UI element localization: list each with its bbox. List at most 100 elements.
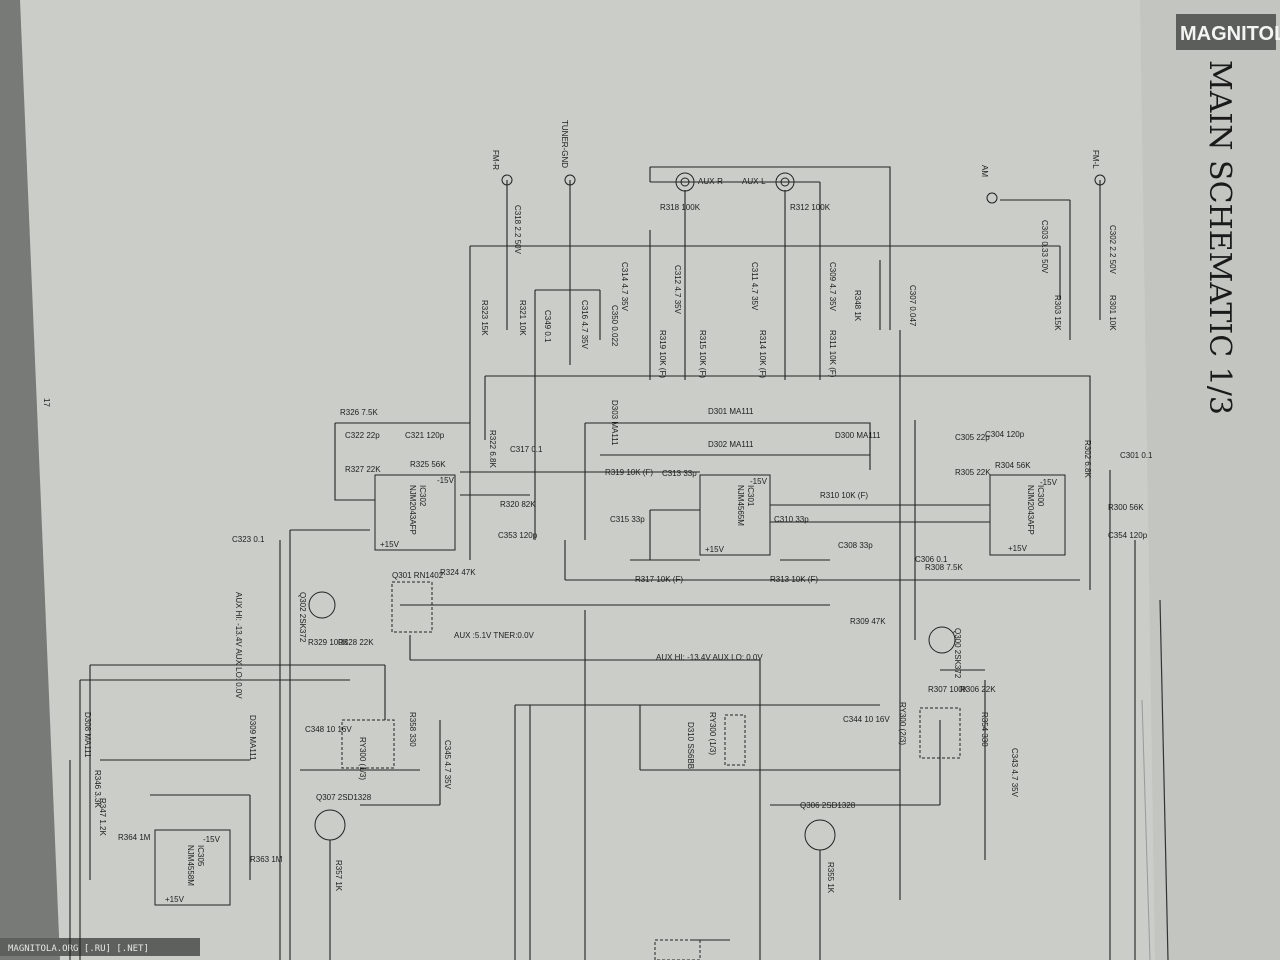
part-label-r304: R304 56K (995, 461, 1031, 470)
part-label-c309: C309 4.7 35V (828, 262, 837, 312)
svg-text:-15V: -15V (437, 476, 455, 485)
part-label-r355: R355 1K (826, 862, 835, 894)
svg-text:-15V: -15V (203, 835, 221, 844)
connector-fm-r: FM-R (491, 150, 513, 186)
part-label-r324: R324 47K (440, 568, 476, 577)
part-label-ry300c: RY300 (2/3) (898, 702, 907, 745)
svg-text:NJM4558M: NJM4558M (186, 845, 195, 886)
wiring (69, 166, 1136, 960)
part-label-c305: C305 22p (955, 433, 990, 442)
part-label-r320: R320 82K (500, 500, 536, 509)
part-label-d308: D308 MA111 (83, 712, 92, 758)
part-label-c344: C344 10 16V (843, 715, 890, 724)
ic300: IC300 NJM2043AFP -15V +15V (989, 474, 1066, 556)
part-label-r321: R321 10K (518, 300, 527, 336)
part-label-r358: R358 330 (408, 712, 417, 747)
svg-text:AUX-L: AUX-L (742, 177, 766, 186)
site-logo: MAGNITOLA (1180, 23, 1280, 45)
part-label-r307: R307 100K (928, 685, 969, 694)
part-label-d303: D303 MA111 (610, 400, 619, 446)
part-label-r326: R326 7.5K (340, 408, 378, 417)
part-label-c345: C345 4.7 35V (443, 740, 452, 790)
part-label-r346: R346 3.3K (93, 770, 102, 808)
part-label-d309: D309 MA111 (248, 715, 257, 761)
svg-text:IC302: IC302 (418, 485, 427, 507)
part-label-c313: C313 33p (662, 469, 697, 478)
part-label-c312: C312 4.7 35V (673, 265, 682, 315)
note-q302: AUX HI: -13.4V AUX LO: 0.0V (234, 592, 243, 699)
part-label-r311: R311 10K (F) (828, 330, 837, 378)
part-label-c314: C314 4.7 35V (620, 262, 629, 312)
part-label-r315: R315 10K (F) (698, 330, 707, 378)
svg-text:NJM2043AFP: NJM2043AFP (408, 485, 417, 535)
part-label-r314: R314 10K (F) (758, 330, 767, 378)
part-label-q300: Q300 2SK372 (953, 628, 962, 679)
part-label-c304: C304 120p (985, 430, 1025, 439)
part-label-c353: C353 120p (498, 531, 538, 540)
note-aux-hilo: AUX HI: -13.4V AUX LO: 0.0V (656, 653, 763, 662)
part-label-r319: R319 10K (F) (605, 468, 653, 477)
svg-text:+15V: +15V (705, 545, 725, 554)
part-label-c308: C308 33p (838, 541, 873, 550)
part-label-r347: R347 1.2K (98, 798, 107, 836)
part-label-c303: C303 0.33 50V (1040, 220, 1049, 274)
part-label-q301: Q301 RN1402 (392, 571, 444, 580)
svg-text:IC301: IC301 (746, 485, 755, 507)
part-label-ry300a: RY300 (1/3) (358, 737, 367, 780)
part-label-r328: R328 22K (338, 638, 374, 647)
svg-text:+15V: +15V (1008, 544, 1028, 553)
svg-text:AM: AM (980, 165, 989, 177)
part-label-c310: C310 33p (774, 515, 809, 524)
part-label-r364: R364 1M (118, 833, 151, 842)
svg-text:NJM2043AFP: NJM2043AFP (1026, 485, 1035, 535)
part-label-c321: C321 120p (405, 431, 445, 440)
part-label-r313: R313 10K (F) (770, 575, 818, 584)
part-label-c350: C350 0.022 (610, 305, 619, 347)
part-label-r325: R325 56K (410, 460, 446, 469)
part-label-c311: C311 4.7 35V (750, 262, 759, 311)
svg-text:-15V: -15V (1040, 478, 1058, 487)
part-label-d301: D301 MA111 (708, 407, 754, 416)
part-label-r363: R363 1M (250, 855, 283, 864)
part-label-r318: R318 100K (660, 203, 701, 212)
part-label-c318: C318 2.2 50V (513, 205, 522, 255)
svg-text:-15V: -15V (750, 477, 768, 486)
part-label-c322: C322 22p (345, 431, 380, 440)
part-label-r301: R301 10K (1108, 295, 1117, 331)
part-label-q306: Q306 2SD1328 (800, 801, 856, 810)
part-label-r319a: R319 10K (F) (658, 330, 667, 378)
svg-text:+15V: +15V (165, 895, 185, 904)
part-label-r329: R329 100K (308, 638, 349, 647)
part-label-c307: C307 0.047 (908, 285, 917, 327)
svg-text:IC305: IC305 (196, 845, 205, 867)
part-label-d300: D300 MA111 (835, 431, 881, 440)
svg-text:FM-R: FM-R (491, 150, 500, 170)
part-label-c354: C354 120p (1108, 531, 1148, 540)
part-label-r323: R323 15K (480, 300, 489, 336)
connector-aux-r: AUX-R (675, 172, 723, 192)
page-number: 17 (42, 398, 51, 407)
part-label-r357: R357 1K (334, 860, 343, 892)
part-label-c306: C306 0.1 (915, 555, 948, 564)
part-label-c302: C302 2.2 50V (1108, 225, 1117, 275)
part-label-r312: R312 100K (790, 203, 831, 212)
part-label-c316: C316 4.7 35V (580, 300, 589, 350)
transistor-symbols (308, 581, 961, 960)
ic305: IC305 NJM4558M -15V +15V (154, 829, 231, 906)
paper-fold-shade (1140, 0, 1280, 960)
part-label-ry300b: RY300 (1/3) (708, 712, 717, 755)
connector-aux-l: AUX-L (742, 172, 795, 192)
svg-text:FM-L: FM-L (1091, 150, 1100, 169)
part-label-c317: C317 0.1 (510, 445, 543, 454)
part-label-q302: Q302 2SK372 (298, 592, 307, 643)
part-label-r310: R310 10K (F) (820, 491, 868, 500)
connector-fm-l: FM-L (1091, 150, 1106, 186)
part-label-c343: C343 4.7 35V (1010, 748, 1019, 798)
part-label-r317: R317 10K (F) (635, 575, 683, 584)
part-label-r303: R303 15K (1053, 295, 1062, 331)
part-label-r354: R354 330 (980, 712, 989, 747)
part-label-c348: C348 10 16V (305, 725, 352, 734)
part-label-r306: R306 22K (960, 685, 996, 694)
